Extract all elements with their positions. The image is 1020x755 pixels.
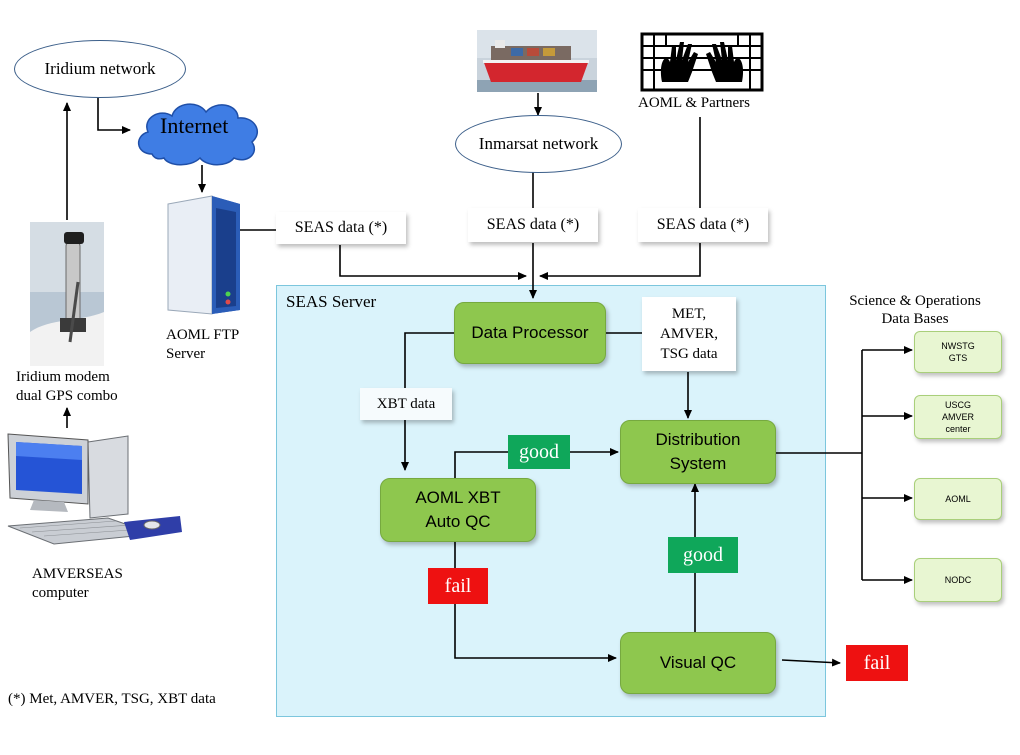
- met-label-line1: MET,: [671, 306, 707, 322]
- data-processor-node: Data Processor: [454, 302, 606, 364]
- fail-tag-visual: fail: [846, 645, 908, 681]
- distribution-line2: System: [669, 454, 727, 473]
- distribution-line1: Distribution: [655, 430, 741, 449]
- seas-data-label-inmarsat: SEAS data (*): [468, 208, 598, 242]
- iridium-network-label: Iridium network: [44, 59, 156, 78]
- iridium-modem-image: [30, 222, 104, 366]
- met-label-line3: TSG data: [660, 346, 718, 362]
- databases-title: Science & Operations Data Bases: [832, 292, 998, 328]
- visual-qc-node: Visual QC: [620, 632, 776, 694]
- computer-caption: AMVERSEAS computer: [32, 565, 123, 603]
- ftp-server-caption-line2: Server: [166, 346, 206, 362]
- internet-cloud-icon: [138, 103, 258, 166]
- db-nwstg-gts: NWSTG GTS: [914, 331, 1002, 373]
- db-uscg-line2: AMVER: [941, 412, 974, 422]
- auto-qc-line2: Auto QC: [425, 512, 491, 531]
- inmarsat-network-node: Inmarsat network: [455, 115, 622, 173]
- ftp-server-caption-line1: AOML FTP: [166, 327, 240, 343]
- iridium-modem-caption-line1: Iridium modem: [16, 369, 110, 385]
- fail-tag-auto: fail: [428, 568, 488, 604]
- seas-data-label-ftp: SEAS data (*): [276, 212, 406, 244]
- iridium-modem-caption: Iridium modem dual GPS combo: [16, 368, 118, 406]
- xbt-data-label: XBT data: [360, 388, 452, 420]
- databases-title-line2: Data Bases: [881, 311, 949, 327]
- ftp-server-icon: [167, 195, 240, 315]
- seas-server-title: SEAS Server: [286, 292, 377, 311]
- container-ship-image: [477, 30, 597, 92]
- db-nodc: NODC: [914, 558, 1002, 602]
- db-aoml: AOML: [914, 478, 1002, 520]
- computer-caption-line1: AMVERSEAS: [32, 566, 123, 582]
- db-uscg-line1: USCG: [944, 400, 971, 410]
- computer-caption-line2: computer: [32, 585, 89, 601]
- inmarsat-network-label: Inmarsat network: [478, 134, 599, 153]
- internet-label: Internet: [160, 113, 229, 138]
- distribution-system-node: Distribution System: [620, 420, 776, 484]
- good-tag-auto: good: [508, 435, 570, 469]
- db-nwstg-line2: GTS: [948, 353, 968, 363]
- db-uscg-amver: USCG AMVER center: [914, 395, 1002, 439]
- ftp-server-caption: AOML FTP Server: [166, 326, 239, 364]
- databases-title-line1: Science & Operations: [849, 293, 981, 309]
- computer-icon: [7, 433, 182, 545]
- keyboard-hands-icon: [640, 32, 764, 92]
- db-nwstg-line1: NWSTG: [941, 341, 975, 351]
- iridium-network-node: Iridium network: [14, 40, 186, 98]
- aoml-partners-label: AOML & Partners: [638, 95, 750, 111]
- auto-qc-node: AOML XBT Auto QC: [380, 478, 536, 542]
- met-label-line2: AMVER,: [660, 326, 718, 342]
- footnote: (*) Met, AMVER, TSG, XBT data: [8, 691, 216, 707]
- iridium-modem-caption-line2: dual GPS combo: [16, 388, 118, 404]
- auto-qc-line1: AOML XBT: [415, 488, 501, 507]
- good-tag-visual: good: [668, 537, 738, 573]
- seas-data-label-partners: SEAS data (*): [638, 208, 768, 242]
- met-amver-tsg-label: MET, AMVER, TSG data: [642, 297, 736, 371]
- db-uscg-line3: center: [945, 424, 971, 434]
